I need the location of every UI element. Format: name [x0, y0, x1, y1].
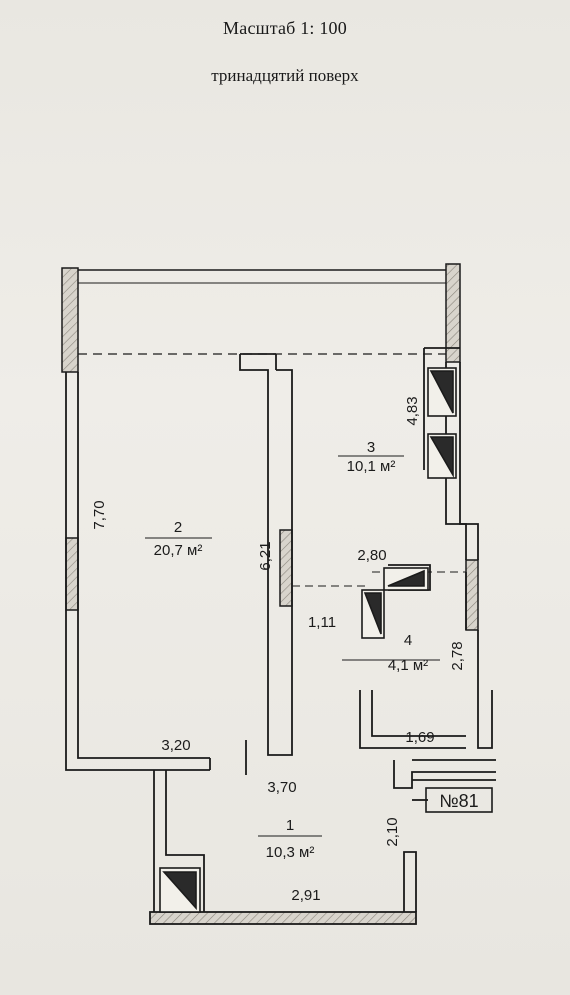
- balcony: [78, 269, 446, 355]
- dimension-7-70: 7,70: [91, 500, 108, 529]
- dimension-1-11: 1,11: [308, 614, 336, 631]
- pier-partition: [279, 529, 293, 607]
- wall-bottom: [149, 911, 417, 925]
- dimension-1-69: 1,69: [405, 729, 434, 746]
- room-4-area: 4,1 м²: [388, 657, 428, 674]
- room-3-number: 3: [367, 439, 375, 456]
- walls: [65, 347, 496, 925]
- vent-shafts: [159, 367, 457, 913]
- dimension-2-80: 2,80: [357, 547, 386, 564]
- dimension-2-10: 2,10: [384, 817, 401, 846]
- dimension-3-70: 3,70: [267, 779, 296, 796]
- room-1-number: 1: [286, 817, 294, 834]
- room-2-number: 2: [174, 519, 182, 536]
- zone-separators: [292, 571, 466, 587]
- dimension-2-78: 2,78: [449, 641, 466, 670]
- pier-left-top: [61, 267, 79, 373]
- dimension-4-83: 4,83: [404, 396, 421, 425]
- dimension-2-91: 2,91: [291, 887, 320, 904]
- scale-caption: Масштаб 1: 100: [223, 18, 347, 38]
- room-2-area: 20,7 м²: [154, 542, 203, 559]
- room-3-area: 10,1 м²: [347, 458, 396, 475]
- apartment-number: №81: [439, 791, 478, 811]
- dimension-6-21: 6,21: [257, 541, 274, 570]
- pier-right-top: [445, 263, 461, 363]
- pier-left-mid: [65, 537, 79, 611]
- pier-right-mid: [465, 559, 479, 631]
- wall-piers: [61, 263, 479, 631]
- floor-caption: тринадцятий поверх: [211, 66, 359, 85]
- room-4-number: 4: [404, 632, 412, 649]
- room-1-area: 10,3 м²: [266, 844, 315, 861]
- room-labels: 2 20,7 м² 3 10,1 м² 4 4,1 м² 1 10,3 м²: [145, 439, 440, 861]
- dimension-labels: 7,70 6,21 4,83 2,80 1,11 2,78 1,69 3,20 …: [91, 396, 466, 904]
- dimension-3-20: 3,20: [161, 737, 190, 754]
- apartment-number-box: [425, 787, 493, 813]
